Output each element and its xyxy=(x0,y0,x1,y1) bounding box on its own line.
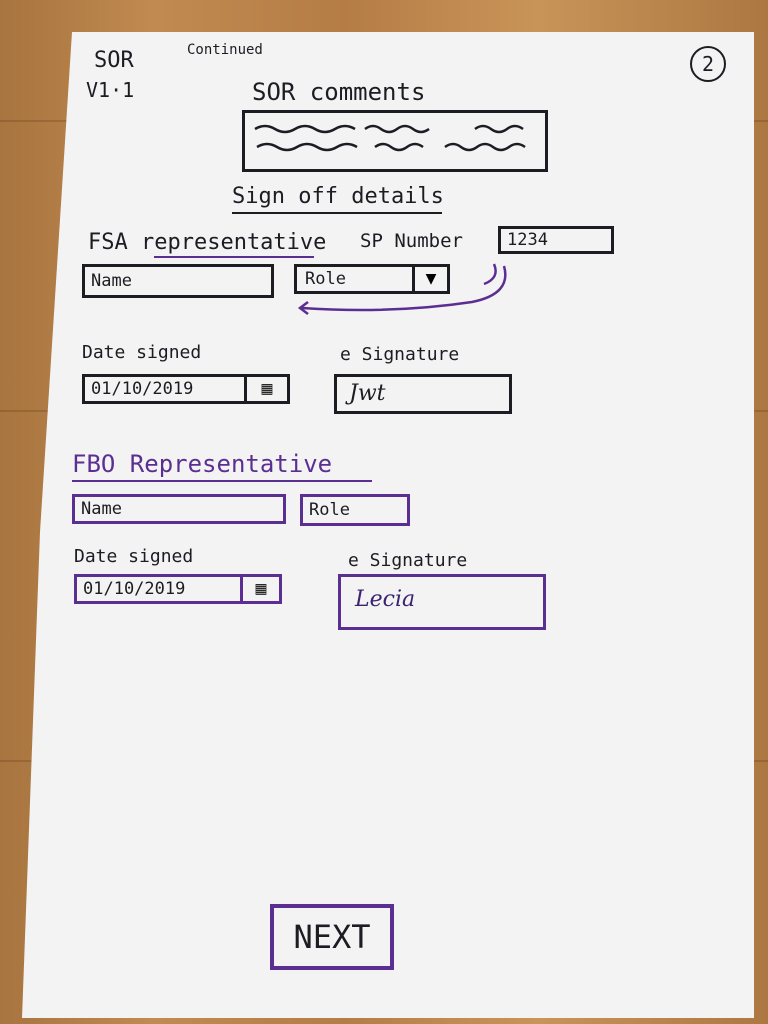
fbo-role-placeholder: Role xyxy=(309,500,350,520)
fbo-name-placeholder: Name xyxy=(81,499,122,519)
sp-number-value: 1234 xyxy=(507,230,548,250)
fbo-role-input[interactable]: Role xyxy=(300,494,410,526)
continued-label: Continued xyxy=(187,42,263,58)
fbo-date-value: 01/10/2019 xyxy=(83,579,186,599)
fsa-esig-label: e Signature xyxy=(340,344,460,365)
sp-number-input[interactable]: 1234 xyxy=(498,226,614,254)
fbo-heading: FBO Representative xyxy=(72,450,333,478)
fsa-heading-underline xyxy=(154,256,314,258)
paper-sheet: SOR V1·1 Continued 2 SOR comments Sign o… xyxy=(22,32,754,1018)
page-number-badge: 2 xyxy=(690,46,726,82)
flow-arrow xyxy=(297,263,507,315)
version-label: V1·1 xyxy=(86,78,135,102)
fsa-name-placeholder: Name xyxy=(91,271,132,291)
fbo-signature-value: Lecia xyxy=(355,587,416,612)
scribble-text xyxy=(254,124,526,152)
app-name: SOR xyxy=(94,48,134,73)
fsa-date-value: 01/10/2019 xyxy=(91,379,194,399)
fsa-heading: FSA representative xyxy=(88,230,327,255)
calendar-icon[interactable]: ▦ xyxy=(240,577,279,601)
fsa-name-input[interactable]: Name xyxy=(82,264,274,298)
fbo-esignature-pad[interactable]: Lecia xyxy=(338,574,546,630)
signoff-underline xyxy=(232,212,442,214)
signoff-title: Sign off details xyxy=(232,184,444,209)
fsa-role-placeholder: Role xyxy=(305,269,346,289)
comments-textarea[interactable] xyxy=(242,110,548,172)
fbo-name-input[interactable]: Name xyxy=(72,494,286,524)
calendar-icon[interactable]: ▦ xyxy=(244,377,287,401)
sp-number-label: SP Number xyxy=(360,230,463,252)
fsa-date-label: Date signed xyxy=(82,342,202,363)
fsa-signature-value: Jwt xyxy=(349,381,386,406)
fbo-heading-underline xyxy=(72,480,372,482)
next-button-label: NEXT xyxy=(293,918,371,956)
next-button[interactable]: NEXT xyxy=(270,904,394,970)
fbo-esig-label: e Signature xyxy=(348,550,468,571)
fsa-date-input[interactable]: 01/10/2019 ▦ xyxy=(82,374,290,404)
fbo-date-input[interactable]: 01/10/2019 ▦ xyxy=(74,574,282,604)
fsa-esignature-pad[interactable]: Jwt xyxy=(334,374,512,414)
fbo-date-label: Date signed xyxy=(74,546,194,567)
fsa-role-select[interactable]: Role ▼ xyxy=(294,264,450,294)
comments-title: SOR comments xyxy=(252,78,426,106)
chevron-down-icon: ▼ xyxy=(412,267,447,291)
